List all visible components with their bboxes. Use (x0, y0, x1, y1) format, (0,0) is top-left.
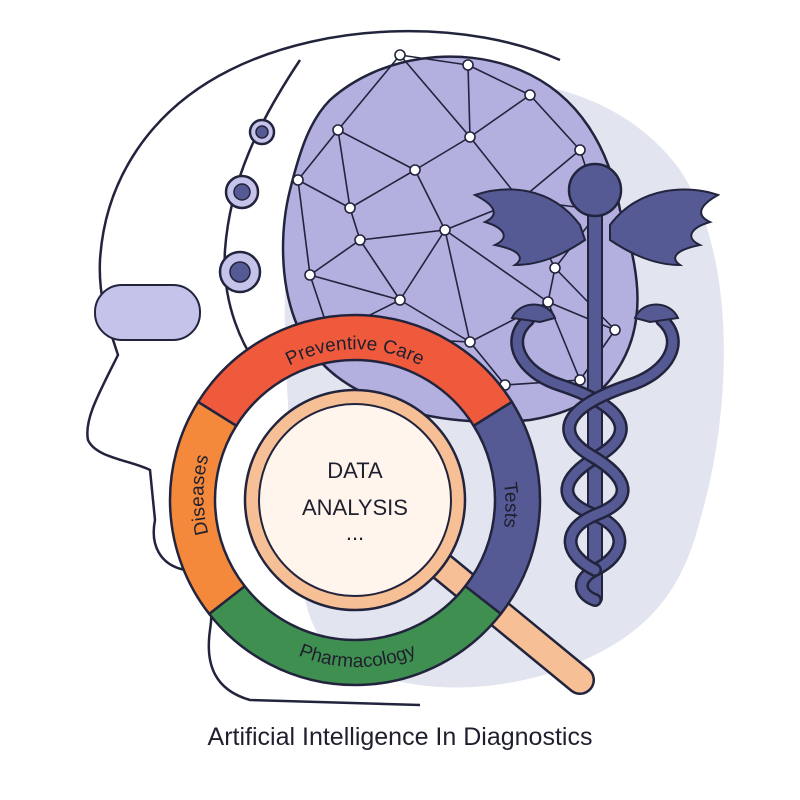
head-accent-bar (94, 284, 201, 341)
brain-node (304, 269, 316, 281)
brain-link (297, 179, 311, 276)
caduceus-icon (472, 162, 721, 607)
brain-link (469, 94, 531, 138)
brain-link (467, 64, 471, 138)
brain-node (332, 124, 344, 136)
brain-link (467, 64, 531, 96)
brain-link (399, 299, 471, 343)
brain-link (554, 267, 616, 331)
brain-node (524, 89, 536, 101)
head-divider-line (223, 59, 302, 381)
brain-link (309, 239, 361, 276)
brain-node (409, 164, 421, 176)
brain-node (574, 374, 586, 386)
brain-node (439, 224, 451, 236)
brain-node (354, 234, 366, 246)
brain-node (394, 294, 406, 306)
caption: Artificial Intelligence In Diagnostics (208, 723, 593, 751)
center-ellipsis: ... (346, 520, 364, 545)
brain-link (309, 274, 401, 301)
magnifier-lens (243, 388, 467, 612)
brain-node (344, 202, 356, 214)
brain-link (547, 301, 616, 331)
brain-link (469, 341, 506, 386)
sensor-core (233, 183, 251, 201)
brain-link (399, 54, 471, 138)
brain-node (292, 174, 304, 186)
sensor-core (255, 125, 269, 139)
brain-link (349, 169, 416, 209)
center-title-line-1: DATA (327, 458, 383, 483)
brain-link (337, 54, 401, 131)
magnifier-handle (425, 550, 595, 695)
brain-link (337, 129, 351, 209)
brain-node (462, 59, 474, 71)
sensor-core (229, 261, 251, 283)
brain-node (464, 336, 476, 348)
topic-ring (168, 313, 542, 687)
brain-link (297, 129, 339, 181)
brain-node (542, 296, 554, 308)
brain-link (359, 229, 446, 241)
brain-link (414, 136, 471, 171)
ring-segment-preventive-care (196, 313, 514, 428)
brain-link (359, 239, 401, 301)
brain-node (549, 262, 561, 274)
brain-link (399, 54, 469, 66)
segment-label-tests: Tests (499, 481, 522, 529)
brain-link (337, 129, 416, 171)
brain-link (297, 179, 351, 209)
center-title-line-2: ANALYSIS (302, 495, 408, 520)
brain-link (444, 229, 471, 343)
brain-node (464, 131, 476, 143)
brain-link (414, 169, 446, 231)
brain-node (609, 324, 621, 336)
brain-link (399, 229, 446, 301)
head-sensors (218, 118, 276, 294)
brain-node (394, 49, 406, 61)
ring-segment-diseases (168, 400, 247, 616)
brain-node (574, 144, 586, 156)
brain-link (529, 94, 581, 151)
brain-link (444, 229, 549, 303)
